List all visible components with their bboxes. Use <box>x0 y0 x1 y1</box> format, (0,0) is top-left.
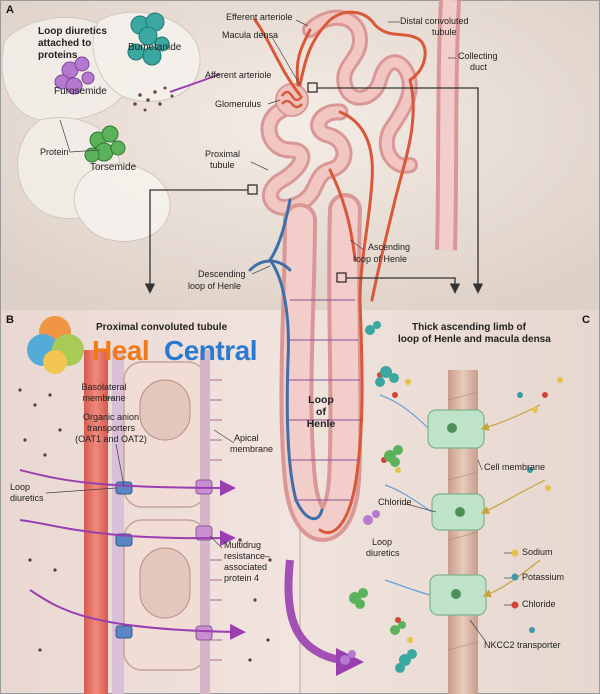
basolateral-label-1: Basolateral <box>62 383 146 393</box>
panel-a-title-line3: proteins <box>38 50 77 62</box>
c-loop-diuretics-label-2: diuretics <box>366 549 400 559</box>
glomerulus-label: Glomerulus <box>215 100 261 110</box>
mrp4-label-3: associated <box>224 563 267 573</box>
chloride-right-label: Chloride <box>522 600 556 610</box>
collecting-duct-label-1: Collecting <box>458 52 498 62</box>
panel-c-letter: C <box>582 314 590 326</box>
chloride-left-label: Chloride <box>378 498 412 508</box>
afferent-arteriole-label: Afferent arteriole <box>205 71 271 81</box>
panel-c-title-line2: loop of Henle and macula densa <box>398 334 551 346</box>
mrp4-label-2: resistance– <box>224 552 270 562</box>
sodium-label: Sodium <box>522 548 553 558</box>
torsemide-label: Torsemide <box>90 162 136 173</box>
descending-loop-label-1: Descending <box>198 270 246 280</box>
efferent-arteriole-label: Efferent arteriole <box>226 13 292 23</box>
c-loop-diuretics-label-1: Loop <box>372 538 392 548</box>
basolateral-label-2: membrane <box>62 394 146 404</box>
collecting-duct-label-2: duct <box>470 63 487 73</box>
glomerulus <box>276 84 308 116</box>
panel-c-title-line1: Thick ascending limb of <box>412 322 526 334</box>
oat-label-1: Organic anion <box>56 413 166 423</box>
panel-b-letter: B <box>6 314 14 326</box>
loop-of-henle-line3: Henle <box>300 418 342 430</box>
watermark-text-heal: Heal <box>92 335 149 367</box>
nkcc2-label: NKCC2 transporter <box>484 641 561 651</box>
oat-label-3: (OAT1 and OAT2) <box>56 435 166 445</box>
potassium-label: Potassium <box>522 573 564 583</box>
oat-label-2: transporters <box>56 424 166 434</box>
furosemide-label: Furosemide <box>54 86 107 97</box>
bumetanide-label: Bumetanide <box>128 42 181 53</box>
mrp4-label-1: Multidrug <box>224 541 261 551</box>
ascending-loop-label-1: Ascending <box>368 243 410 253</box>
panel-a-letter: A <box>6 4 14 16</box>
panel-a-title-line1: Loop diuretics <box>38 26 107 38</box>
descending-loop-label-2: loop of Henle <box>188 282 241 292</box>
b-loop-diuretics-label-1: Loop <box>10 483 30 493</box>
proximal-tubule-label-2: tubule <box>210 161 235 171</box>
loop-of-henle-line2: of <box>304 406 338 418</box>
loop-of-henle-line1: Loop <box>304 394 338 406</box>
b-loop-diuretics-label-2: diuretics <box>10 494 44 504</box>
apical-label-1: Apical <box>234 434 259 444</box>
apical-membrane <box>200 350 210 694</box>
ascending-loop-label-2: loop of Henle <box>354 255 407 265</box>
distal-convoluted-label-2: tubule <box>432 28 457 38</box>
proximal-tubule-label-1: Proximal <box>205 150 240 160</box>
watermark-text-central: Central <box>164 335 257 367</box>
macula-densa-label: Macula densa <box>222 31 278 41</box>
distal-convoluted-label-1: Distal convoluted <box>400 17 469 27</box>
protein-label: Protein <box>40 148 69 158</box>
mrp4-label-4: protein 4 <box>224 574 259 584</box>
panel-b-title: Proximal convoluted tubule <box>96 322 227 334</box>
cell-membrane-label: Cell membrane <box>484 463 545 473</box>
panel-a-title-line2: attached to <box>38 38 91 50</box>
apical-label-2: membrane <box>230 445 273 455</box>
